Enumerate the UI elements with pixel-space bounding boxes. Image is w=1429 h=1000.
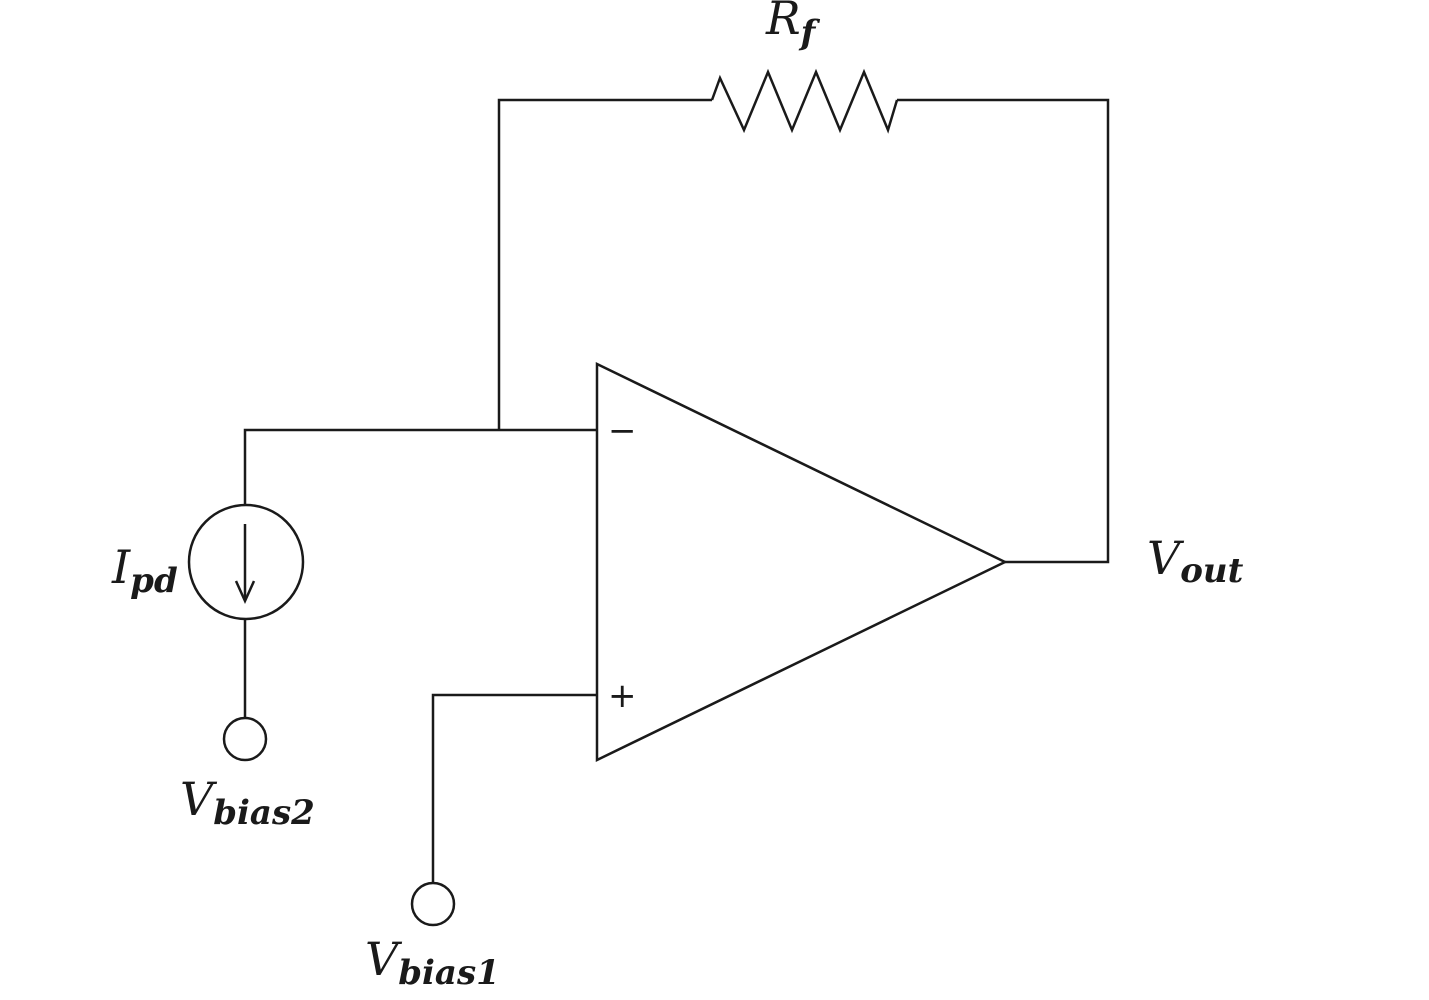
vbias2-label: Vbias2 [180, 772, 315, 833]
vout-label: Vout [1147, 531, 1244, 591]
rf-label: Rf [765, 0, 821, 53]
ipd-label: Ipd [111, 540, 178, 601]
current-arrow-head [234, 580, 256, 605]
opamp-inverting-sign: − [608, 411, 637, 451]
inverting-input-wire [243, 428, 597, 505]
opamp-noninverting-sign: + [608, 676, 637, 716]
feedback-resistor [710, 68, 899, 134]
vbias2-terminal [222, 716, 268, 762]
vbias1-terminal [410, 881, 456, 927]
vbias1-label: Vbias1 [365, 932, 500, 993]
opamp-body [595, 362, 1008, 762]
feedback-wire-left [497, 98, 712, 430]
feedback-wire-right [897, 98, 1110, 564]
noninverting-input-wire [431, 693, 597, 882]
